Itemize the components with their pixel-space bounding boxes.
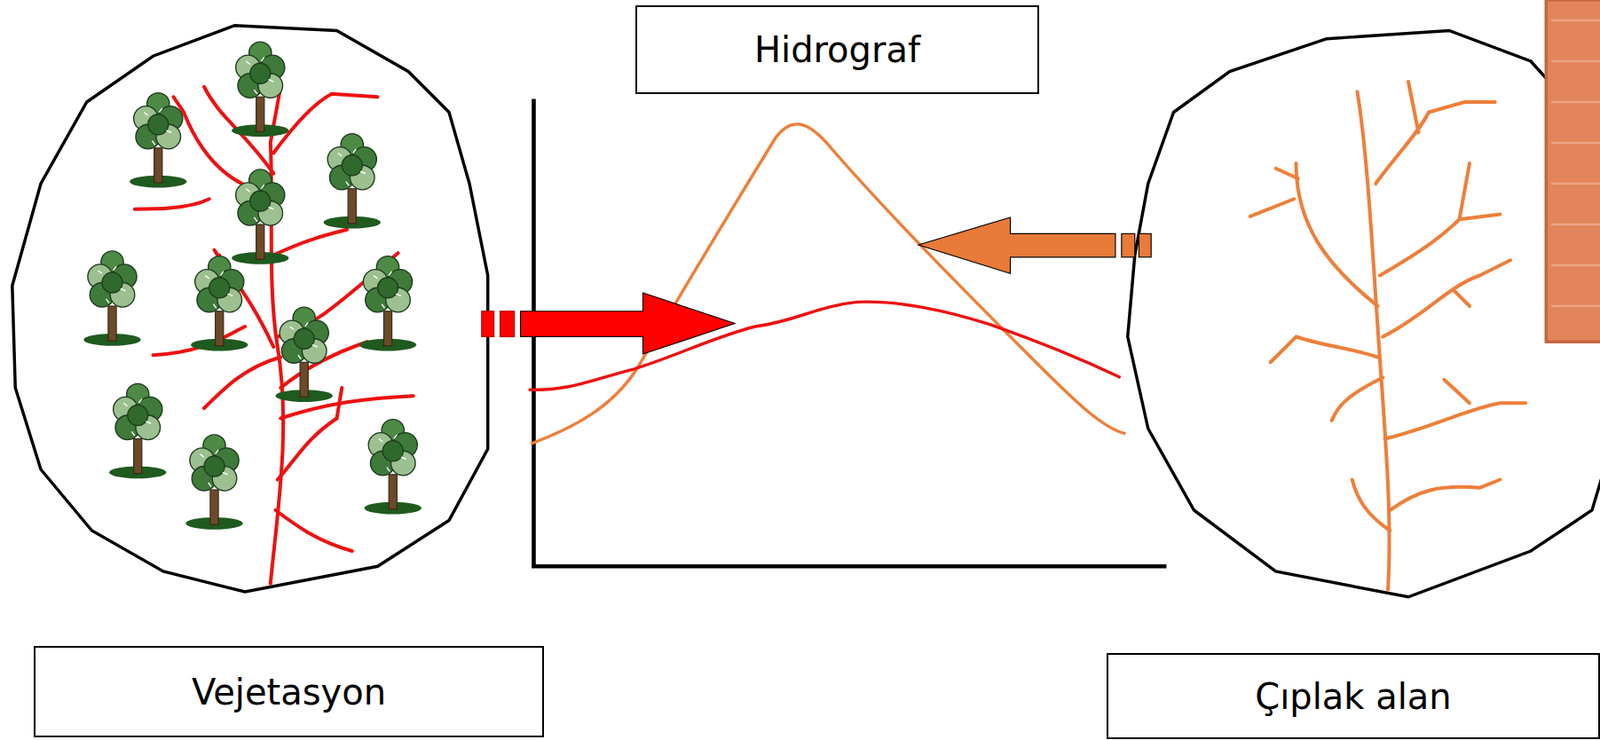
box-label: Vejetasyon [191,670,387,714]
tree-icons [83,41,422,530]
label-box: Vejetasyon [33,646,544,738]
stream-network [1250,81,1527,591]
label-box: Çıplak alan [1106,653,1600,740]
vegetation-arrow [481,292,735,355]
box-label: Çıplak alan [1254,675,1451,718]
box-label: Hidrograf [754,28,921,71]
graph-title-box: Hidrograf [635,5,1040,95]
bare-land-arrow [918,217,1151,274]
note-panel [1545,0,1600,342]
bare-land-hydrograph [530,124,1126,444]
catchment-outline [12,25,489,592]
catchment-outline [1127,31,1600,598]
